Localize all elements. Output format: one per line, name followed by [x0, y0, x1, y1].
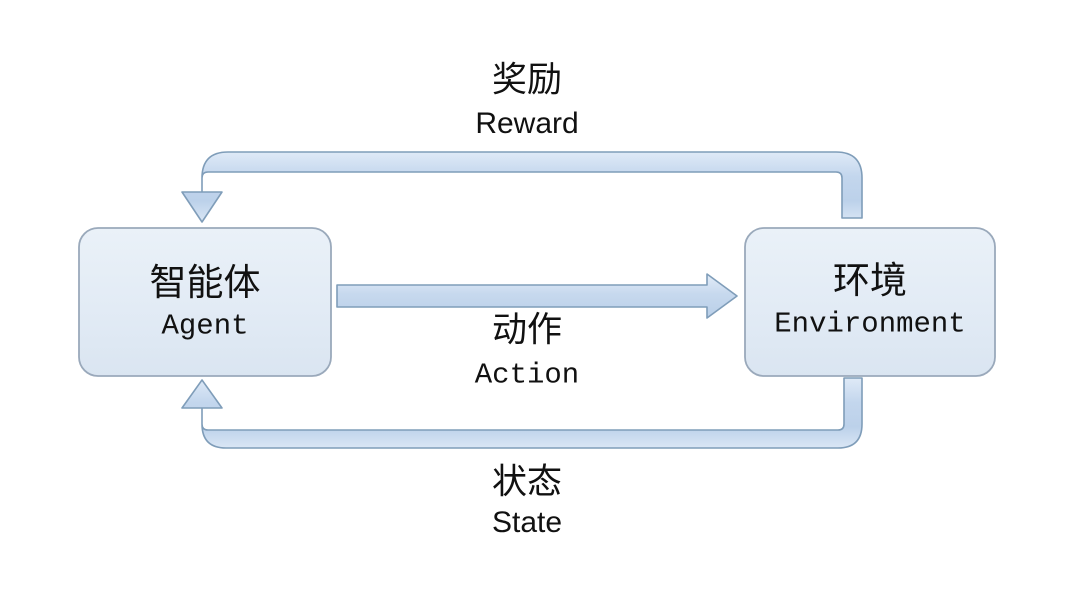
- node-agent-box[interactable]: [78, 227, 332, 377]
- edge-reward-label: 奖励 Reward: [475, 60, 578, 140]
- edge-action-arrow: [336, 273, 738, 319]
- edge-state-label-cn: 状态: [492, 462, 562, 501]
- node-agent-label-en: Agent: [161, 310, 248, 343]
- node-environment-box[interactable]: [744, 227, 996, 377]
- node-agent-label-cn: 智能体: [150, 262, 261, 303]
- edge-reward-label-cn: 奖励: [492, 60, 562, 99]
- edge-action-label-cn: 动作: [492, 310, 562, 349]
- node-environment-label-cn: 环境: [833, 260, 907, 301]
- edge-action-label: 动作 Action: [475, 310, 579, 391]
- node-environment-label-en: Environment: [774, 308, 965, 341]
- edge-reward-arrow: [181, 151, 863, 223]
- edge-state-arrow: [181, 377, 863, 449]
- edge-action-label-en: Action: [475, 359, 579, 392]
- node-agent[interactable]: 智能体 Agent: [78, 227, 332, 377]
- edge-state-label-en: State: [492, 506, 562, 539]
- edge-state-label: 状态 State: [492, 462, 562, 539]
- node-environment[interactable]: 环境 Environment: [744, 227, 996, 377]
- edge-reward-label-en: Reward: [475, 107, 578, 140]
